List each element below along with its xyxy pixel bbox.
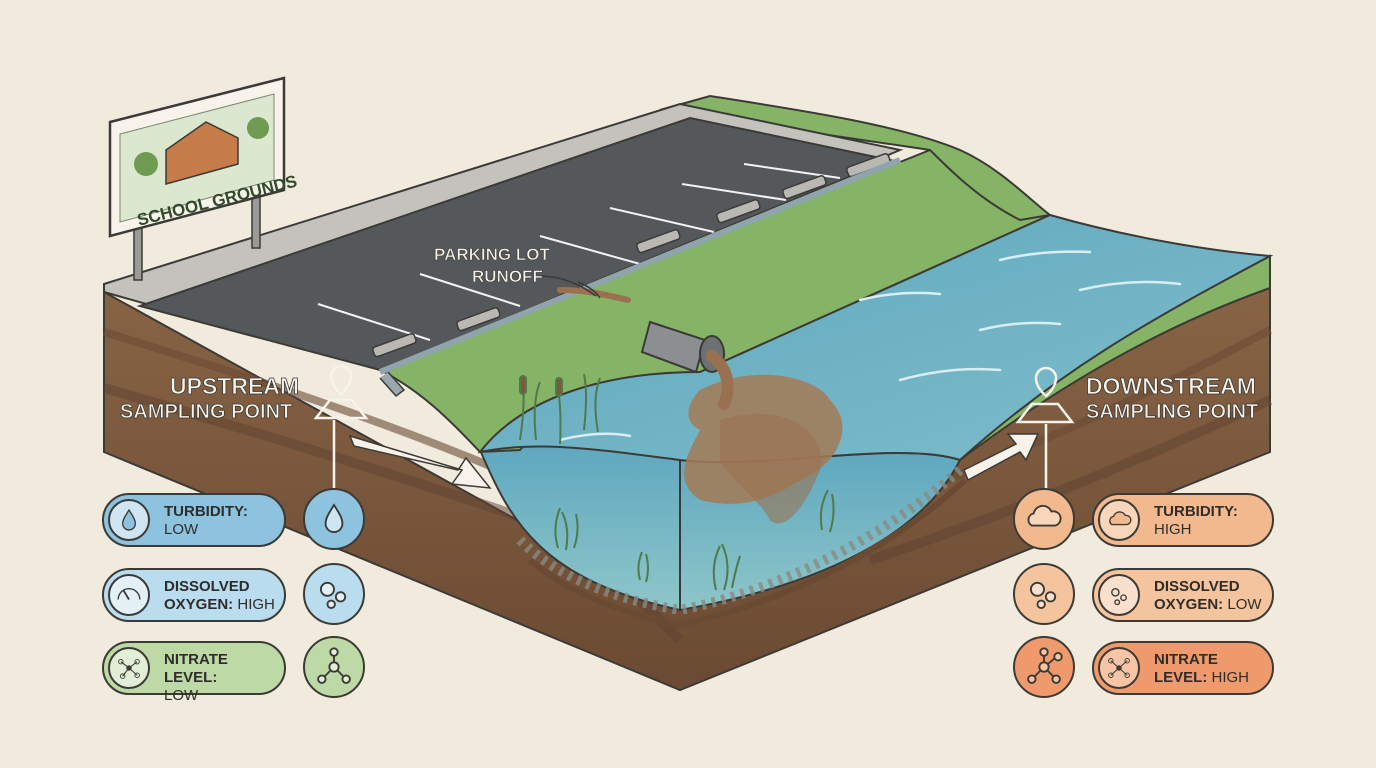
upstream-turbidity-value: LOW	[164, 521, 199, 538]
gauge-icon	[108, 574, 150, 616]
downstream-nitrate-value: HIGH	[1211, 669, 1250, 686]
bubbles-icon	[303, 563, 365, 625]
downstream-turbidity-value: HIGH	[1154, 521, 1192, 538]
upstream-marker	[313, 364, 492, 490]
molecule-icon	[303, 636, 365, 698]
downstream-nitrate-name: NITRATE	[1154, 651, 1218, 668]
school-sign	[108, 76, 286, 281]
downstream-marker	[963, 366, 1075, 494]
downstream-oxygen-name2: OXYGEN:	[1154, 596, 1224, 613]
cattails	[519, 373, 601, 445]
molecule-icon	[1013, 636, 1075, 698]
water-drop-icon	[303, 488, 365, 550]
upstream-title-line1: UPSTREAM	[170, 373, 299, 399]
drain-pipe	[640, 320, 734, 410]
bubbles-icon	[1013, 563, 1075, 625]
upstream-title-line2: SAMPLING POINT	[120, 401, 292, 423]
upstream-turbidity-pill: TURBIDITY:LOW	[102, 493, 286, 547]
cloud-icon	[1013, 488, 1075, 550]
upstream-oxygen-value: HIGH	[237, 596, 275, 613]
runoff-pointer	[539, 275, 597, 297]
upstream-oxygen-name2: OXYGEN:	[164, 596, 234, 613]
downstream-oxygen-name: DISSOLVED	[1154, 578, 1240, 595]
gauge-icon	[1098, 499, 1140, 541]
downstream-turbidity-pill: TURBIDITY:HIGH	[1092, 493, 1274, 547]
upstream-nitrate-pill: NITRATE LEVEL:LOW	[102, 641, 286, 704]
runoff-label-line1: PARKING LOT	[434, 245, 550, 264]
downstream-title-line2: SAMPLING POINT	[1086, 401, 1258, 423]
downstream-nitrate-name2: LEVEL:	[1154, 669, 1208, 686]
downstream-turbidity-name: TURBIDITY:	[1154, 503, 1238, 520]
runoff-label-line2: RUNOFF	[472, 267, 543, 286]
gauge-icon	[1098, 647, 1140, 689]
gauge-icon	[108, 499, 150, 541]
downstream-oxygen-value: LOW	[1227, 596, 1262, 613]
upstream-turbidity-name: TURBIDITY:	[164, 503, 248, 520]
gauge-icon	[108, 647, 150, 689]
upstream-nitrate-name: NITRATE LEVEL:	[164, 651, 228, 686]
downstream-title-line1: DOWNSTREAM	[1086, 373, 1256, 399]
upstream-oxygen-name: DISSOLVED	[164, 578, 250, 595]
parking-lot	[103, 102, 904, 398]
upstream-nitrate-value: LOW	[164, 687, 199, 704]
gauge-icon	[1098, 574, 1140, 616]
